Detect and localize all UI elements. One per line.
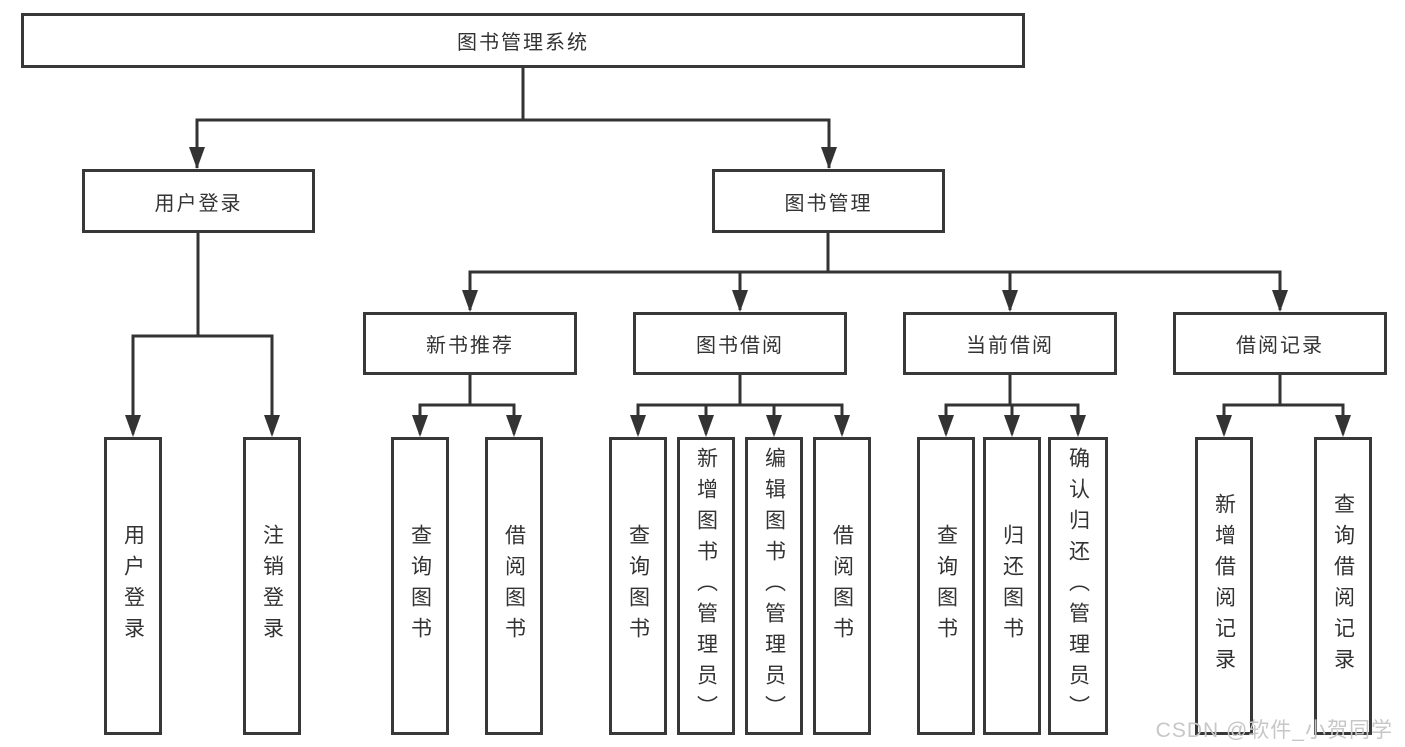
node-book-management: 图书管理 (712, 169, 945, 233)
node-borrow-records: 借阅记录 (1173, 312, 1387, 375)
node-new-book-recommend: 新书推荐 (363, 312, 577, 375)
leaf-user-login: 用户登录 (104, 437, 162, 735)
watermark: CSDN @软件_小贺同学 (1155, 719, 1393, 742)
node-label: 图书管理系统 (457, 32, 589, 54)
leaf-borrow-query-book: 查询图书 (609, 437, 667, 735)
leaf-borrow-borrow-book: 借阅图书 (813, 437, 871, 735)
node-label: 当前借阅 (966, 335, 1054, 357)
leaf-current-query-book: 查询图书 (917, 437, 975, 735)
node-label: 图书借阅 (696, 335, 784, 357)
leaf-records-add-record: 新增借阅记录 (1195, 437, 1253, 735)
leaf-current-confirm-return-admin: 确认归还（管理员） (1048, 437, 1108, 735)
leaf-logout: 注销登录 (243, 437, 301, 735)
leaf-recommend-borrow-book: 借阅图书 (485, 437, 543, 735)
leaf-recommend-query-book: 查询图书 (391, 437, 449, 735)
node-label: 图书管理 (784, 192, 873, 215)
node-label: 借阅记录 (1236, 335, 1324, 357)
node-label: 用户登录 (154, 192, 243, 215)
arrowheads (125, 147, 1351, 437)
node-book-borrow: 图书借阅 (633, 312, 847, 375)
node-library-management-system: 图书管理系统 (21, 13, 1025, 68)
node-current-borrow: 当前借阅 (903, 312, 1117, 375)
leaf-borrow-add-book-admin: 新增图书（管理员） (677, 437, 735, 735)
node-label: 新书推荐 (426, 335, 514, 357)
leaf-borrow-edit-book-admin: 编辑图书（管理员） (745, 437, 803, 735)
leaf-records-query-record: 查询借阅记录 (1314, 437, 1372, 735)
node-user-login: 用户登录 (82, 169, 315, 233)
leaf-current-return-book: 归还图书 (983, 437, 1041, 735)
